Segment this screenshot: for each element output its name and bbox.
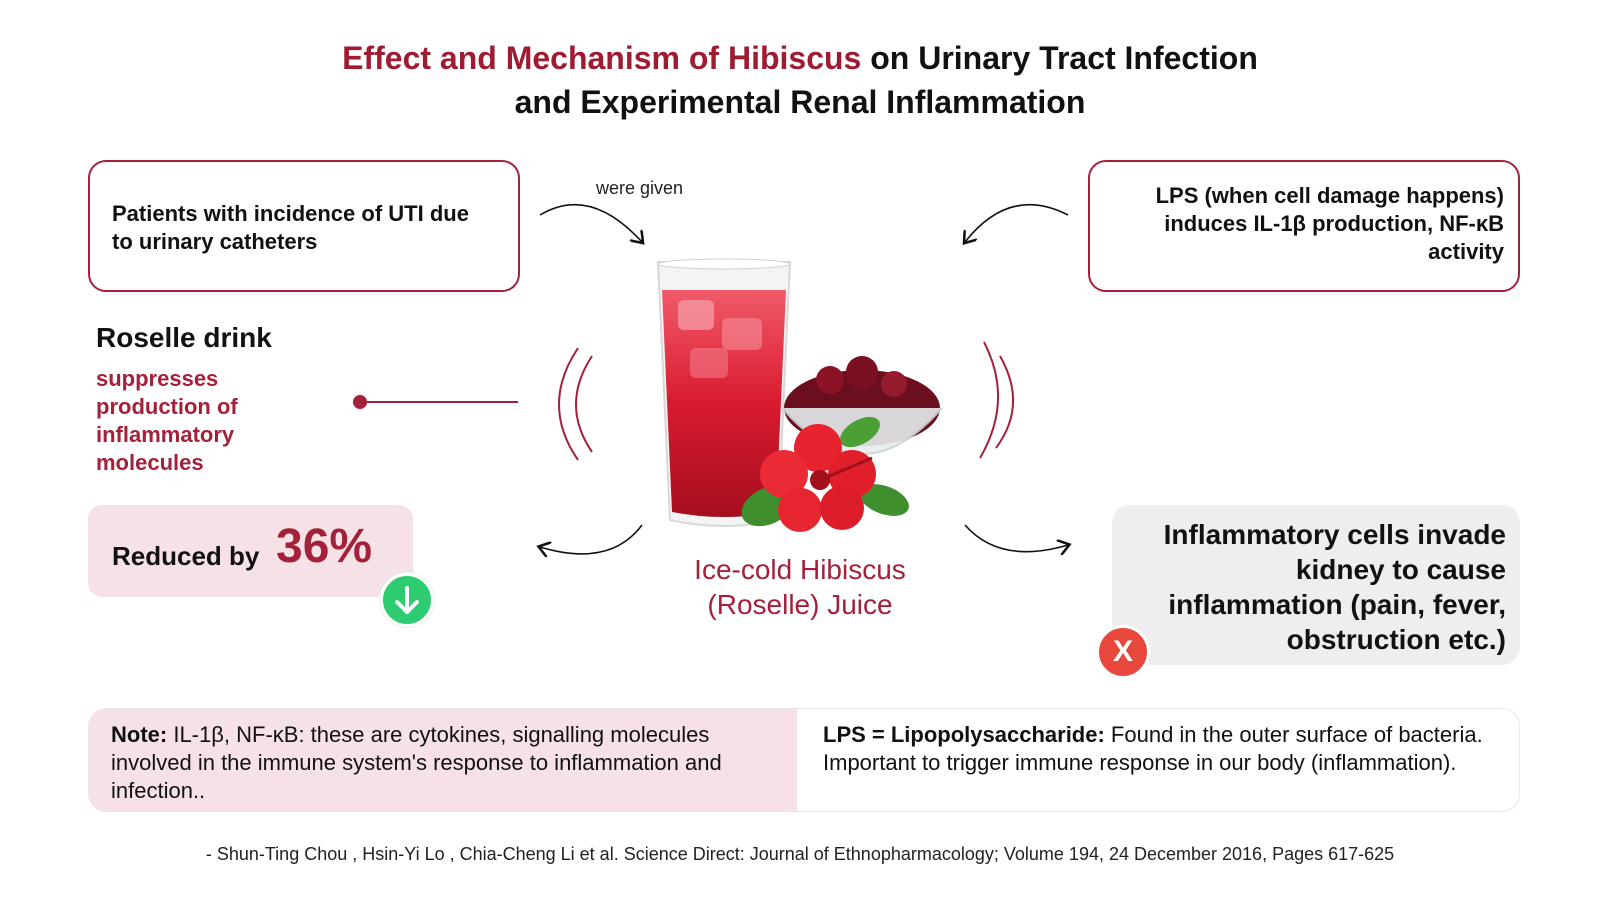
- arrow-lps-to-juice: [965, 203, 1069, 242]
- signal-arc-left-inner: [575, 355, 593, 453]
- juice-label: Ice-cold Hibiscus (Roselle) Juice: [640, 552, 960, 622]
- note-right-heading: LPS = Lipopolysaccharide:: [823, 722, 1105, 747]
- note-left-heading: Note:: [111, 722, 168, 747]
- signal-arc-left-outer: [558, 347, 579, 461]
- hibiscus-flower-image: [741, 416, 909, 532]
- arrow-down-icon: [380, 573, 434, 627]
- inflammation-box: Inflammatory cells invade kidney to caus…: [1112, 505, 1520, 665]
- juice-glass-image: [656, 258, 792, 527]
- patients-text: Patients with incidence of UTI due to ur…: [112, 201, 469, 254]
- signal-arc-right-inner: [979, 341, 999, 459]
- note-left-text: IL-1β, NF-κB: these are cytokines, signa…: [111, 722, 722, 803]
- arrow-patients-to-juice: [539, 203, 642, 242]
- signal-arc-right-outer: [995, 355, 1015, 449]
- arrow-down-icon-glyph: [395, 586, 419, 614]
- juice-label-line2: (Roselle) Juice: [707, 589, 893, 620]
- x-icon: X: [1096, 625, 1150, 679]
- lps-box: LPS (when cell damage happens) induces I…: [1088, 160, 1520, 292]
- notes-panel: Note: IL-1β, NF-κB: these are cytokines,…: [88, 708, 1520, 812]
- arrow-juice-to-inflammation: [964, 524, 1068, 552]
- title-line2: and Experimental Renal Inflammation: [514, 84, 1086, 120]
- reduced-box: Reduced by 36%: [88, 505, 413, 597]
- arrow-juice-to-reduced: [540, 524, 643, 554]
- note-cytokines: Note: IL-1β, NF-κB: these are cytokines,…: [89, 709, 797, 811]
- were-given-label: were given: [596, 178, 684, 198]
- note-lps: LPS = Lipopolysaccharide: Found in the o…: [797, 709, 1519, 811]
- patients-box: Patients with incidence of UTI due to ur…: [88, 160, 520, 292]
- roselle-description: suppresses production of inflammatory mo…: [96, 366, 238, 475]
- inflammation-text: Inflammatory cells invade kidney to caus…: [1163, 519, 1506, 655]
- roselle-title: Roselle drink: [96, 322, 272, 353]
- citation: - Shun-Ting Chou , Hsin-Yi Lo , Chia-Che…: [205, 844, 1395, 864]
- juice-label-line1: Ice-cold Hibiscus: [694, 554, 906, 585]
- reduced-value: 36%: [276, 520, 373, 573]
- title-rest: on Urinary Tract Infection: [861, 40, 1258, 76]
- note-right-text: Found in the outer surface of bacteria. …: [823, 722, 1483, 775]
- title-accent: Effect and Mechanism of Hibiscus: [342, 40, 862, 76]
- roselle-connector-dot: [353, 395, 367, 409]
- reduced-label: Reduced by: [112, 541, 260, 571]
- lps-text: LPS (when cell damage happens) induces I…: [1155, 183, 1504, 264]
- page-title: Effect and Mechanism of Hibiscus on Urin…: [0, 36, 1600, 124]
